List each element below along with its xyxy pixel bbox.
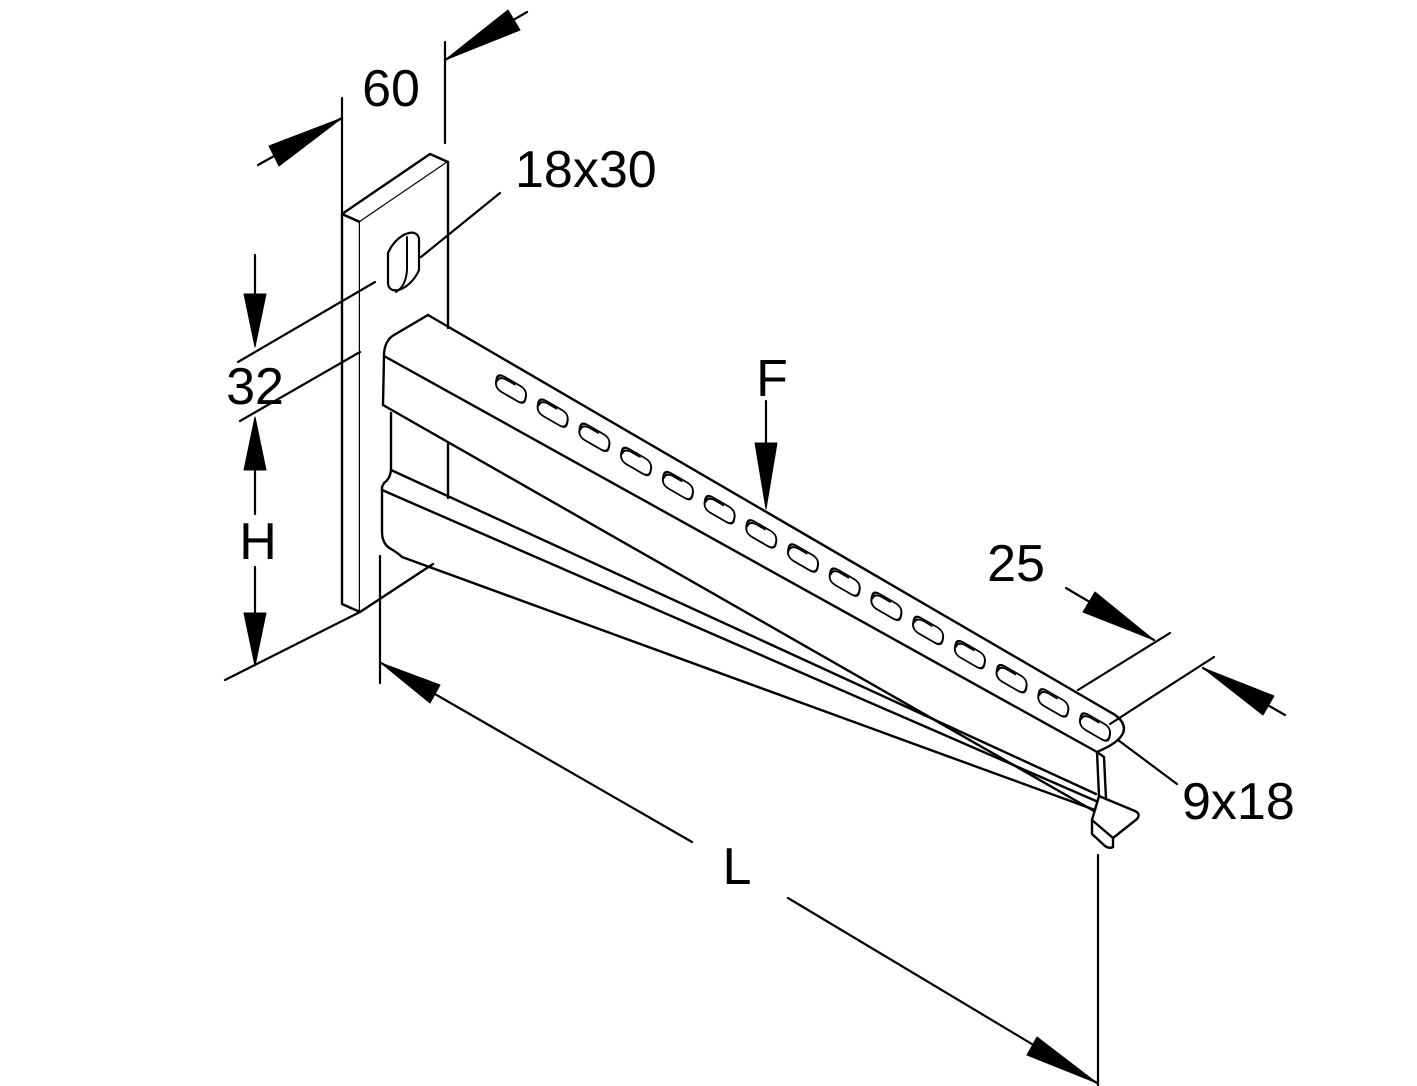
label-rail-slot-size: 9x18 bbox=[1182, 773, 1295, 831]
dim-plate-width-60: 60 bbox=[256, 9, 529, 215]
plate-side-face bbox=[340, 212, 362, 614]
label-bracket-height: H bbox=[239, 513, 277, 571]
dim-pitch-25: 25 bbox=[987, 535, 1287, 726]
cantilever-arm bbox=[380, 313, 1140, 849]
plate-front-face bbox=[360, 162, 448, 612]
label-slot-pitch: 25 bbox=[987, 535, 1045, 593]
arrowhead-icon bbox=[243, 293, 267, 348]
dim-slot-9x18: 9x18 bbox=[1116, 738, 1295, 831]
arm-web bbox=[380, 411, 1098, 812]
arrowhead-icon bbox=[1202, 667, 1275, 716]
dim-slot-18x30: 18x30 bbox=[419, 141, 657, 259]
arrowhead-icon bbox=[444, 9, 521, 61]
label-arm-length: L bbox=[723, 838, 752, 896]
arrowhead-icon bbox=[380, 662, 441, 704]
label-plate-width: 60 bbox=[362, 60, 420, 118]
label-force: F bbox=[756, 350, 788, 408]
rail-end-drop bbox=[1090, 750, 1140, 849]
arrowhead-icon bbox=[1026, 1036, 1098, 1084]
label-slot-offset: 32 bbox=[226, 358, 284, 416]
dim-length-L: L bbox=[378, 554, 1100, 1086]
arrowhead-icon bbox=[1082, 591, 1155, 641]
top-rail bbox=[381, 313, 1126, 813]
label-plate-slot-size: 18x30 bbox=[515, 141, 657, 199]
force-arrowhead-icon bbox=[754, 442, 778, 510]
dim-offset-32: 32 bbox=[226, 253, 377, 471]
dim-height-H: H bbox=[223, 468, 362, 682]
arrowhead-icon bbox=[243, 612, 267, 667]
plate-mounting-slot bbox=[386, 231, 421, 293]
arrowhead-icon bbox=[268, 117, 343, 167]
force-arrow-F: F bbox=[754, 350, 788, 510]
arrowhead-icon bbox=[243, 416, 267, 471]
